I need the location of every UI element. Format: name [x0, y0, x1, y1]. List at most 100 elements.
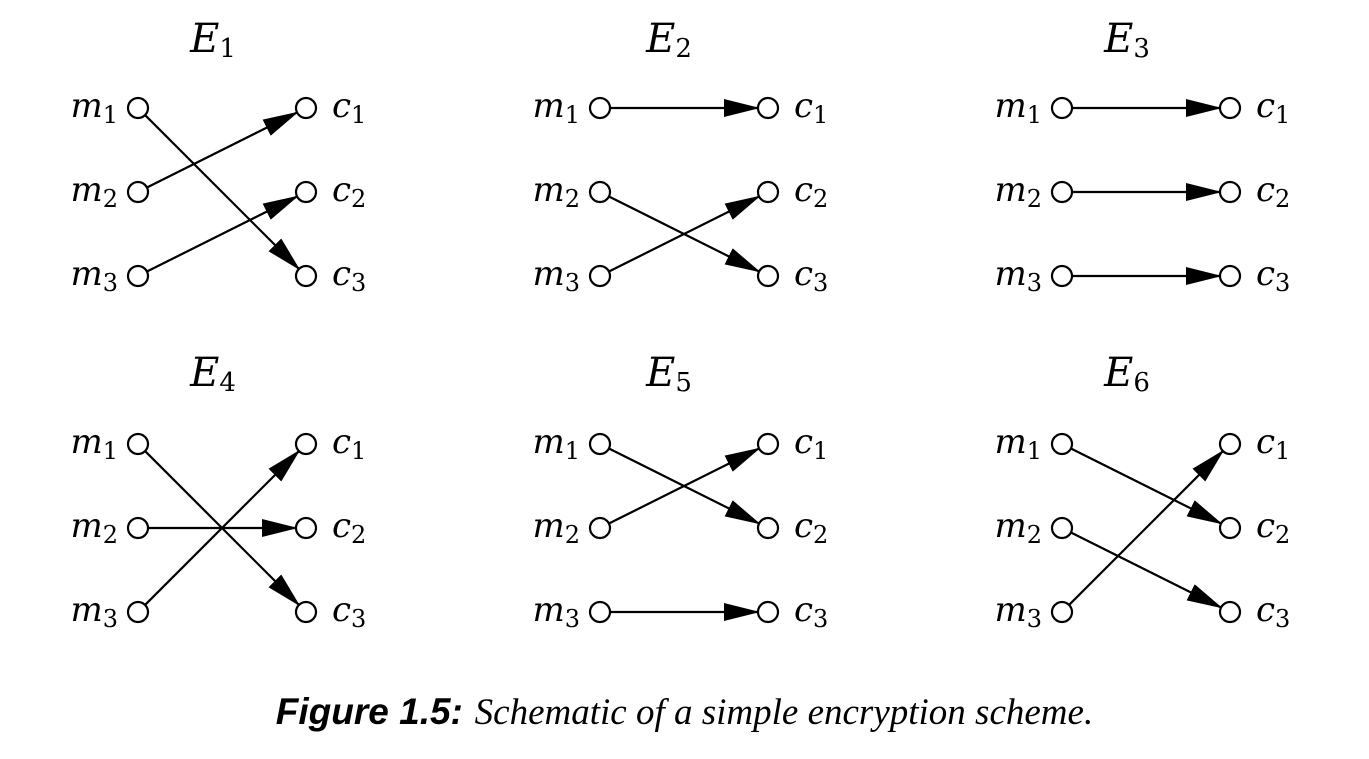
- caption-label: Figure 1.5:: [275, 691, 463, 732]
- message-label-base: m: [532, 506, 564, 546]
- ciphertext-label: c2: [794, 506, 828, 549]
- ciphertext-node: [756, 432, 780, 456]
- ciphertext-label: c2: [332, 506, 366, 549]
- ciphertext-label: c1: [332, 422, 366, 465]
- ciphertext-label: c2: [1256, 170, 1290, 213]
- panel-title: E2: [645, 16, 692, 64]
- ciphertext-label: c3: [794, 254, 828, 297]
- ciphertext-node: [1218, 264, 1242, 288]
- ciphertext-label: c1: [794, 422, 828, 465]
- message-label-base: m: [70, 506, 102, 546]
- ciphertext-label-base: c: [1256, 506, 1275, 546]
- ciphertext-label-subscript: 2: [1275, 185, 1290, 213]
- message-label-base: m: [532, 170, 564, 210]
- message-label: m2: [70, 506, 118, 549]
- ciphertext-label-base: c: [332, 86, 351, 126]
- arrow-m2-to-c1: [146, 111, 299, 189]
- message-node: [126, 516, 150, 540]
- ciphertext-node: [756, 516, 780, 540]
- panel-title-base: E: [645, 16, 675, 62]
- message-node: [1050, 96, 1074, 120]
- figure-caption: Figure 1.5: Schematic of a simple encryp…: [0, 690, 1369, 734]
- ciphertext-label-base: c: [1256, 590, 1275, 630]
- panel-title-base: E: [189, 16, 219, 62]
- ciphertext-label-subscript: 3: [1275, 605, 1290, 633]
- panel-title-subscript: 6: [1133, 368, 1150, 398]
- ciphertext-label-subscript: 2: [813, 185, 828, 213]
- message-label-subscript: 1: [103, 101, 118, 129]
- message-label: m1: [994, 86, 1042, 129]
- ciphertext-label-subscript: 3: [813, 605, 828, 633]
- ciphertext-label: c3: [1256, 254, 1290, 297]
- ciphertext-node: [1218, 96, 1242, 120]
- message-node: [1050, 432, 1074, 456]
- message-node: [588, 432, 612, 456]
- message-label-base: m: [532, 590, 564, 630]
- ciphertext-label-base: c: [332, 590, 351, 630]
- message-label: m3: [70, 590, 118, 633]
- ciphertext-label-base: c: [1256, 422, 1275, 462]
- ciphertext-node: [756, 96, 780, 120]
- ciphertext-node: [756, 600, 780, 624]
- ciphertext-node: [294, 600, 318, 624]
- message-node: [126, 180, 150, 204]
- message-label-base: m: [994, 86, 1026, 126]
- ciphertext-label-base: c: [794, 86, 813, 126]
- message-label-subscript: 3: [103, 605, 118, 633]
- message-label-base: m: [994, 254, 1026, 294]
- ciphertext-node: [294, 264, 318, 288]
- ciphertext-label: c2: [332, 170, 366, 213]
- message-label-subscript: 2: [103, 185, 118, 213]
- message-node: [1050, 264, 1074, 288]
- message-label-base: m: [532, 254, 564, 294]
- message-node: [588, 180, 612, 204]
- ciphertext-node: [1218, 600, 1242, 624]
- ciphertext-label-base: c: [1256, 86, 1275, 126]
- message-label: m3: [532, 590, 580, 633]
- message-node: [1050, 516, 1074, 540]
- panel-title-base: E: [645, 350, 675, 396]
- message-label: m2: [532, 170, 580, 213]
- arrow-m1-to-c2: [1070, 447, 1223, 525]
- panel-title-base: E: [1103, 350, 1133, 396]
- message-label-base: m: [994, 506, 1026, 546]
- message-label-base: m: [994, 590, 1026, 630]
- message-node: [1050, 180, 1074, 204]
- ciphertext-node: [1218, 432, 1242, 456]
- ciphertext-label-subscript: 1: [813, 437, 828, 465]
- message-label-base: m: [70, 170, 102, 210]
- message-label: m1: [70, 422, 118, 465]
- message-label: m1: [532, 86, 580, 129]
- panel-title: E5: [645, 350, 692, 398]
- message-label-base: m: [532, 86, 564, 126]
- ciphertext-label-base: c: [794, 422, 813, 462]
- ciphertext-label-subscript: 3: [1275, 269, 1290, 297]
- ciphertext-label-subscript: 1: [1275, 437, 1290, 465]
- encryption-scheme-diagram: E1m1m2m3c1c2c3E2m1m2m3c1c2c3E3m1m2m3c1c2…: [70, 16, 1290, 633]
- panel-title-base: E: [1103, 16, 1133, 62]
- ciphertext-label-subscript: 2: [813, 521, 828, 549]
- ciphertext-node: [294, 96, 318, 120]
- message-label-subscript: 1: [103, 437, 118, 465]
- message-node: [588, 264, 612, 288]
- message-label: m2: [994, 506, 1042, 549]
- panel-title-subscript: 3: [1133, 34, 1150, 64]
- ciphertext-label-subscript: 2: [1275, 521, 1290, 549]
- ciphertext-node: [756, 264, 780, 288]
- message-node: [588, 516, 612, 540]
- ciphertext-label: c1: [332, 86, 366, 129]
- panel-title: E3: [1103, 16, 1150, 64]
- message-label-subscript: 2: [565, 185, 580, 213]
- message-node: [588, 96, 612, 120]
- message-label: m3: [532, 254, 580, 297]
- arrow-m3-to-c2: [608, 195, 761, 273]
- message-node: [126, 600, 150, 624]
- panel-title-subscript: 2: [675, 34, 692, 64]
- ciphertext-node: [294, 516, 318, 540]
- ciphertext-label-base: c: [794, 590, 813, 630]
- ciphertext-label: c3: [332, 254, 366, 297]
- message-label-subscript: 2: [1027, 185, 1042, 213]
